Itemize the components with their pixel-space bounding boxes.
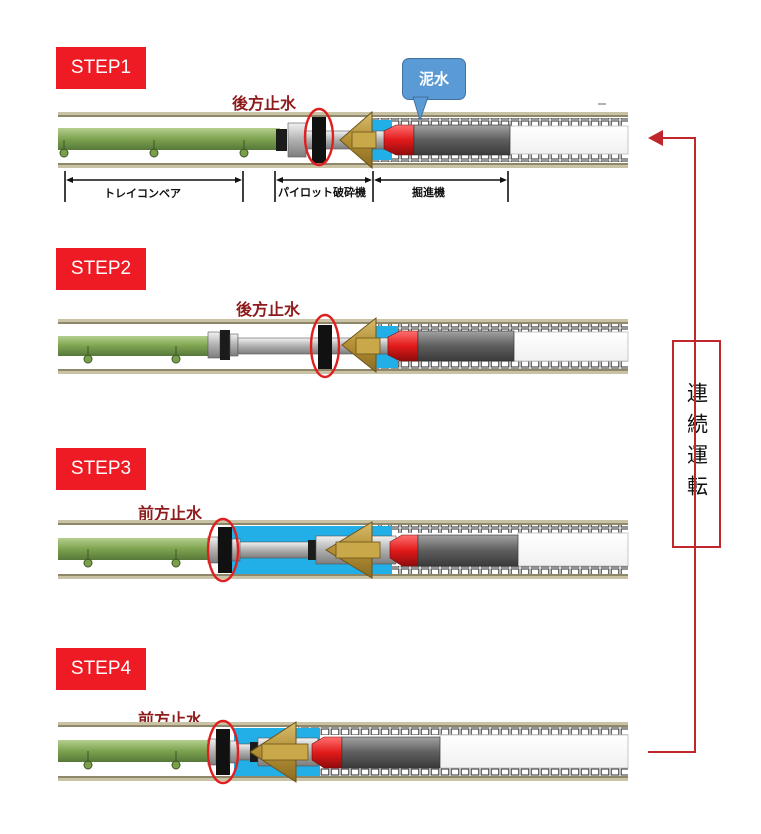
- conveyor-dim-label: トレイコンベア: [104, 187, 181, 200]
- continuous-operation-arrow: [648, 130, 696, 753]
- step1-badge: STEP1: [56, 47, 146, 89]
- continuous-operation-box: 連続運転: [672, 340, 721, 548]
- pilot-crusher-dim-label: パイロット破砕機: [278, 186, 366, 199]
- step3-badge: STEP3: [56, 448, 146, 490]
- step3-diagram: [58, 517, 629, 583]
- continuous-operation-label: 連続運転: [684, 382, 709, 506]
- step4-diagram: [58, 719, 629, 785]
- step1-seal-label: 後方止水: [232, 94, 297, 113]
- step2-diagram: [58, 313, 629, 379]
- step2-badge: STEP2: [56, 248, 146, 290]
- step2-seal-label: 後方止水: [236, 300, 301, 319]
- step1-dimensions: [64, 171, 509, 202]
- step4-badge: STEP4: [56, 648, 146, 690]
- step1-diagram: [58, 96, 629, 170]
- slurry-callout: 泥水: [402, 58, 466, 100]
- tunneling-machine-dim-label: 掘進機: [412, 186, 445, 199]
- step3-seal-label: 前方止水: [138, 504, 203, 523]
